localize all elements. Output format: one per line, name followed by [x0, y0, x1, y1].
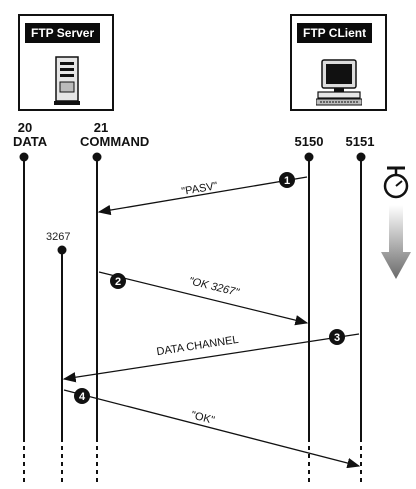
lifeline-client-5150 — [304, 152, 314, 482]
ftp-server-box: FTP Server — [18, 14, 114, 111]
lifeline-data-20 — [19, 152, 29, 482]
message-ok: 4 "OK" — [63, 388, 361, 469]
message-ok-3267: 2 "OK 3267" — [98, 271, 309, 326]
lifeline-data-3267 — [57, 245, 67, 482]
message-data-channel: 3 DATA CHANNEL — [62, 329, 360, 383]
lifeline-client-5151 — [356, 152, 366, 482]
desktop-computer-icon — [316, 59, 362, 106]
port-data-number: 20 — [17, 120, 33, 135]
message-ok-label: "OK" — [190, 409, 216, 427]
ftp-server-title: FTP Server — [25, 23, 101, 43]
ftp-client-title: FTP CLient — [297, 23, 373, 43]
ftp-client-box: FTP CLient — [290, 14, 387, 111]
lifeline-command-21 — [92, 152, 102, 482]
port-command-number: 21 — [93, 120, 109, 135]
step-3-badge: 3 — [334, 332, 340, 344]
step-2-badge: 2 — [115, 276, 121, 288]
down-arrow-icon — [381, 205, 411, 279]
server-tower-icon — [54, 56, 80, 105]
stopwatch-icon — [383, 166, 409, 199]
port-command-name: COMMAND — [80, 134, 150, 149]
port-3267-label: 3267 — [46, 231, 71, 243]
port-5151-label: 5151 — [345, 134, 375, 149]
step-1-badge: 1 — [284, 175, 290, 187]
message-pasv: 1 "PASV" — [97, 172, 308, 216]
port-command-label: 21 COMMAND — [72, 121, 172, 149]
step-4-badge: 4 — [79, 391, 86, 403]
port-5150-label: 5150 — [294, 134, 324, 149]
message-pasv-label: "PASV" — [181, 180, 219, 198]
